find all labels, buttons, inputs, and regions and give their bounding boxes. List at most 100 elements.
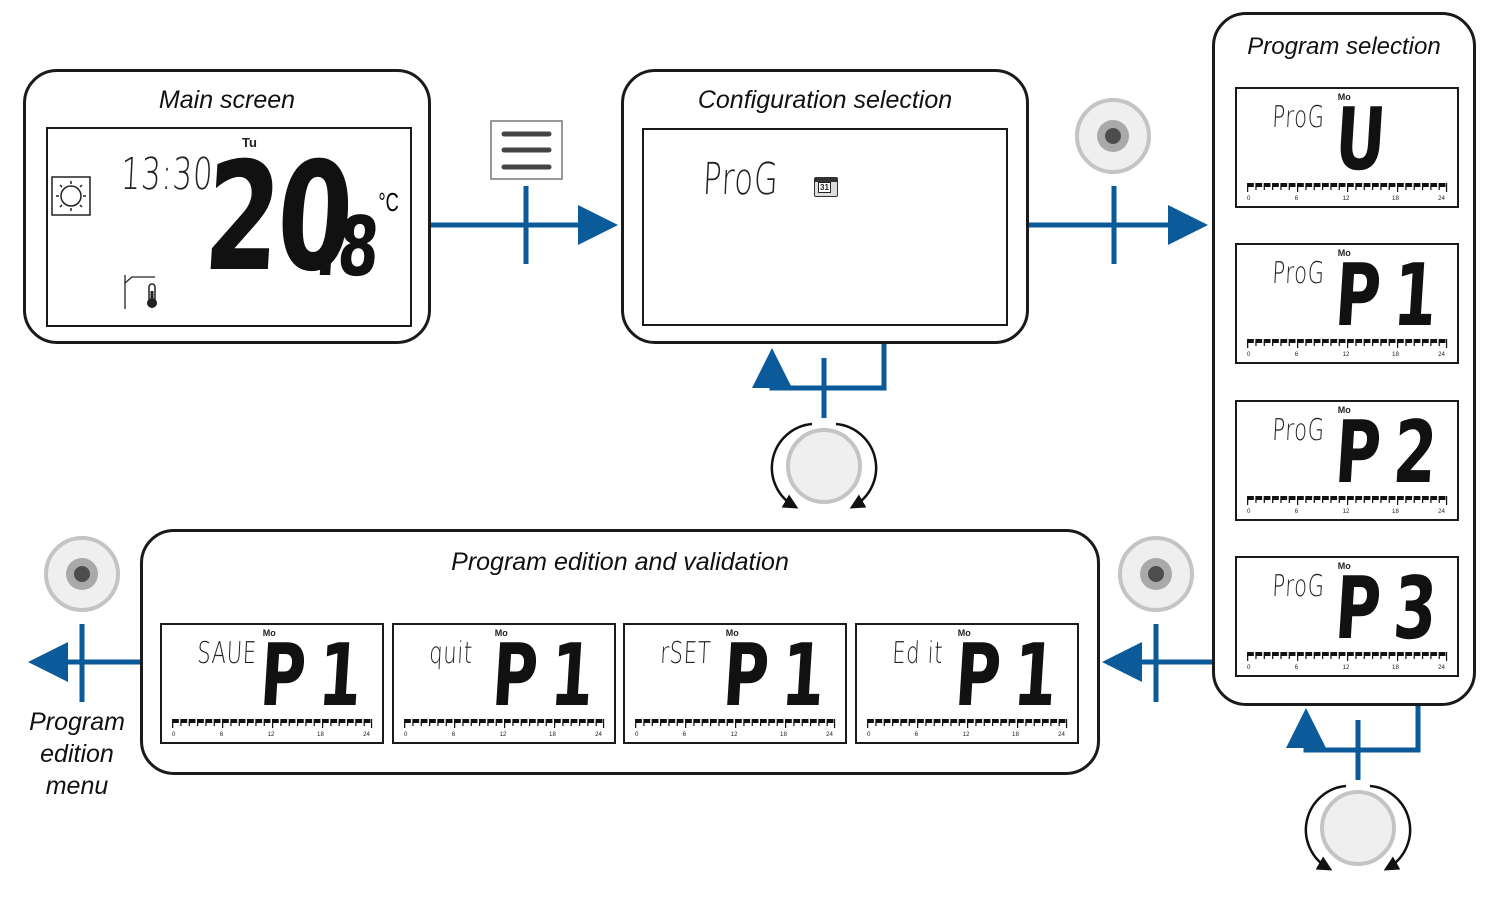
timeline-tick: [1330, 342, 1332, 346]
timeline-tick: [1363, 499, 1365, 503]
timeline-tick-label: 12: [500, 732, 507, 738]
timeline-tick-label: 6: [1295, 352, 1299, 358]
day-indicator: Mo: [725, 628, 739, 638]
timeline-segment: [213, 719, 221, 723]
timeline-segment: [1041, 719, 1049, 723]
timeline-segment: [1413, 339, 1421, 343]
timeline-segment: [1050, 719, 1058, 723]
timeline-segment: [1421, 339, 1429, 343]
timeline-tick-label: 6: [220, 732, 224, 738]
timeline-tick: [875, 722, 877, 726]
timeline-tick: [1288, 342, 1290, 346]
timeline-tick: [1272, 342, 1274, 346]
label-line: menu: [45, 772, 109, 800]
timeline-tick: [222, 722, 224, 728]
panel-title: Program edition and validation: [451, 548, 789, 576]
timeline-tick: [958, 722, 960, 726]
lcd-label: Ed it: [891, 636, 944, 671]
timeline-tick-label: 12: [963, 732, 970, 738]
timeline-tick: [263, 722, 265, 726]
timeline-tick: [197, 722, 199, 726]
ok-button-icon[interactable]: [1118, 536, 1194, 612]
timeline-segment: [1338, 496, 1346, 500]
timeline-segment: [967, 719, 974, 723]
timeline-tick: [1363, 342, 1365, 346]
timeline-tick: [1445, 339, 1448, 348]
timeline-tick: [1297, 655, 1299, 661]
timeline-tick-label: 0: [404, 732, 408, 738]
timeline-segment: [1371, 652, 1379, 656]
timeline-tick: [676, 722, 678, 726]
timeline-tick: [1438, 655, 1440, 659]
timeline-tick: [1363, 186, 1365, 190]
timeline-segment: [1272, 652, 1279, 656]
timeline-tick: [1272, 655, 1274, 659]
timeline-segment: [247, 719, 254, 723]
ok-button-icon[interactable]: [1075, 98, 1151, 174]
timeline-tick-label: 0: [172, 732, 176, 738]
timeline-segment: [1371, 183, 1379, 187]
timeline-tick: [900, 722, 902, 726]
timeline-segment: [1288, 183, 1296, 187]
timeline-tick: [1363, 655, 1365, 659]
calendar-icon: 31: [814, 177, 838, 197]
timeline-segment: [1405, 339, 1413, 343]
timeline-segment: [1405, 496, 1413, 500]
timeline-segment: [462, 719, 470, 723]
timeline-tick: [1388, 186, 1390, 190]
lcd-label: ProG: [1271, 569, 1326, 604]
timeline-segment: [495, 719, 503, 723]
rotary-knob-icon[interactable]: [770, 422, 878, 509]
menu-button[interactable]: [490, 120, 563, 180]
timeline-tick-label: 18: [549, 732, 556, 738]
timeline-tick-label: 12: [1343, 196, 1350, 202]
timeline-tick: [668, 722, 670, 726]
timeline-segment: [1313, 652, 1321, 656]
timeline-tick-label: 6: [452, 732, 456, 738]
timeline-segment: [504, 719, 511, 723]
ok-button-icon[interactable]: [44, 536, 120, 612]
timeline-segment: [1363, 183, 1371, 187]
timeline-tick-label: 0: [1247, 509, 1251, 515]
timeline-tick: [1041, 722, 1044, 726]
timeline-tick-label: 6: [1295, 196, 1299, 202]
timeline-segment: [1421, 496, 1429, 500]
timeline-tick: [280, 722, 282, 726]
timeline-tick: [445, 722, 447, 726]
timeline-segment: [933, 719, 941, 723]
timeline-segment: [404, 719, 411, 723]
timeline-segment: [693, 719, 701, 723]
timeline-segment: [180, 719, 188, 723]
timeline-segment: [1263, 183, 1271, 187]
timeline-tick: [892, 722, 894, 726]
day-indicator: Mo: [1337, 248, 1351, 258]
timeline-segment: [330, 719, 338, 723]
timeline-tick: [363, 722, 365, 726]
day-indicator: Mo: [494, 628, 508, 638]
arrow-main-to-config: [430, 186, 618, 264]
timeline-segment: [908, 719, 916, 723]
timeline-segment: [1405, 652, 1413, 656]
timeline-segment: [1000, 719, 1008, 723]
timeline-tick: [1405, 186, 1407, 190]
timeline-tick: [1338, 342, 1340, 346]
timeline-segment: [363, 719, 371, 723]
timeline-tick: [1396, 342, 1399, 348]
timeline-tick: [1288, 186, 1290, 190]
timeline-segment: [562, 719, 570, 723]
main-lcd: Tu 13:30 20 .8 °C: [46, 127, 412, 327]
timeline-segment: [1247, 339, 1254, 343]
rotary-knob-icon[interactable]: [1304, 784, 1412, 871]
timeline-tick: [1330, 655, 1332, 659]
timeline-segment: [1305, 652, 1313, 656]
day-indicator: Mo: [1337, 405, 1351, 415]
timeline-tick-label: 24: [1438, 665, 1445, 671]
loop-config: [752, 344, 887, 418]
